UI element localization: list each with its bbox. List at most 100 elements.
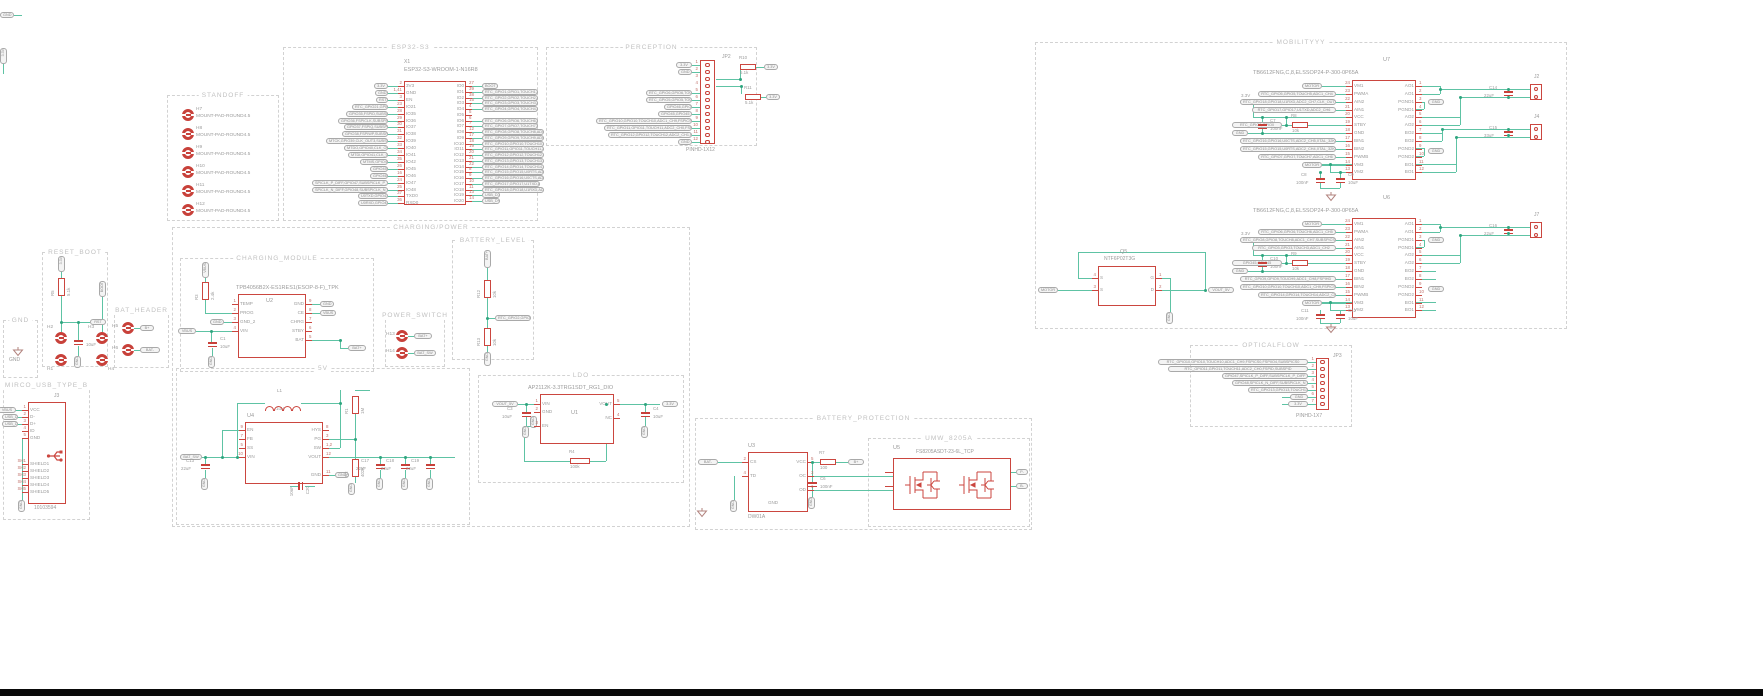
net-label[interactable]: RTC_GPIO6,GPIO6,TOUCH6,ADC1_CH5	[646, 90, 692, 96]
net-label[interactable]: GND	[1428, 286, 1444, 292]
net-label[interactable]: BAT+	[348, 345, 366, 351]
net-label[interactable]: MTMS,GPIO42	[360, 158, 388, 165]
net-label[interactable]: BAT_SW	[180, 454, 202, 460]
connector-pin[interactable]	[1320, 380, 1325, 386]
net-label[interactable]: GND	[522, 426, 529, 438]
connector-pin[interactable]	[705, 104, 710, 110]
net-label[interactable]: GND	[641, 426, 648, 438]
net-label[interactable]: VBUS	[0, 407, 16, 413]
net-label[interactable]: RST	[376, 96, 388, 103]
net-label[interactable]: GPIO35,FSPID,SUBSPID	[346, 110, 388, 117]
resistor-r12[interactable]	[484, 280, 491, 298]
net-label[interactable]: GND	[530, 416, 537, 428]
capacitor-c4[interactable]	[641, 412, 650, 414]
net-label[interactable]: USB_D-	[2, 414, 18, 420]
capacitor-c6[interactable]	[808, 485, 817, 488]
resistor-r5[interactable]	[58, 278, 65, 296]
connector-pin[interactable]	[705, 125, 710, 131]
net-label[interactable]: RTC_GPIO7,GPIO7,TOUCH7,ADC1_CH6	[1258, 153, 1336, 160]
capacitor-c12[interactable]	[1336, 317, 1345, 320]
net-label[interactable]: VBUS	[320, 310, 336, 316]
ic-u7[interactable]	[1352, 80, 1416, 180]
capacitor-c20[interactable]	[301, 482, 304, 490]
net-label[interactable]: RTC_GPIO16,GPIO16,U0CTS,ADC2_CH5,XTAL_32…	[1240, 137, 1336, 144]
capacitor-c19[interactable]	[426, 467, 435, 470]
capacitor-c14[interactable]	[1504, 94, 1513, 97]
connector-j4[interactable]	[1530, 124, 1542, 140]
net-label[interactable]: RTC_GPIO0,GPIO0	[1232, 122, 1282, 128]
net-label[interactable]: RTC_GPIO11,GPIO11,TOUCH11,ADC2_CH0,FSPID…	[604, 125, 692, 131]
net-label[interactable]: GND	[401, 478, 408, 490]
net-label[interactable]: GND	[18, 500, 25, 512]
net-label[interactable]: USB_D+	[482, 198, 500, 204]
net-label[interactable]: RTC_GPIO3,GPIO3,TOUCH3,ADC1_CH2	[482, 100, 538, 107]
net-label[interactable]: GPIO46	[370, 172, 388, 179]
net-label[interactable]: GND	[1232, 130, 1248, 136]
net-label[interactable]: USB_D+	[2, 421, 18, 427]
net-label[interactable]: B-	[1016, 483, 1028, 489]
capacitor-c3[interactable]	[522, 412, 531, 414]
net-label[interactable]: SPICLK_N_DIFF,GPIO48,SUBSPICLK_N_DIFF	[312, 186, 388, 193]
net-label[interactable]: BAT_SW	[414, 350, 436, 356]
net-label[interactable]: MOTOR	[1302, 221, 1322, 227]
net-label[interactable]: RTC_GPIO15,GPIO15,U0RTS,ADC2_CH4,XTAL_32…	[1240, 145, 1336, 152]
net-label[interactable]: 3.3V	[0, 48, 7, 64]
connector-pin[interactable]	[705, 76, 710, 82]
capacitor-c8[interactable]	[1316, 181, 1325, 184]
net-label[interactable]: GND	[201, 478, 208, 490]
capacitor-c8[interactable]	[1316, 178, 1325, 180]
net-label[interactable]: GPIO47,SPICLK_P_DIFF,SUBSPICLK_P_DIFF	[1222, 373, 1308, 379]
net-label[interactable]: GND	[1232, 268, 1248, 274]
net-label[interactable]: GPIO38,FSPIWP,SUBSPIWP	[342, 131, 388, 138]
net-label[interactable]: BAT-	[698, 459, 718, 465]
net-label[interactable]: RTC_GPIO11,GPIO11,TOUCH11,ADC2_CH0,FSPID…	[1168, 366, 1308, 372]
net-label[interactable]: GND	[320, 301, 334, 307]
capacitor-x[interactable]	[74, 343, 83, 346]
net-label[interactable]: GND	[678, 69, 692, 75]
net-label[interactable]: VBUS	[178, 328, 196, 334]
net-label[interactable]: GND	[1290, 394, 1308, 400]
net-label[interactable]: RTC_GPIO3,GPIO3,TOUCH3,ADC1_CH2	[1252, 244, 1336, 251]
net-label[interactable]: RTC_GPIO7,GPIO7,TOUCH7,ADC1_CH6	[482, 123, 538, 130]
capacitor-c15[interactable]	[1504, 131, 1513, 133]
capacitor-c7[interactable]	[1258, 127, 1267, 130]
net-label[interactable]: RTC_GPIO10,GPIO10,TOUCH10,ADC1_CH9,FSPIC…	[596, 118, 692, 124]
net-label[interactable]: 3.3V	[764, 64, 778, 70]
net-label[interactable]: GPIO36,FSPICLK,SUBSPICLK	[338, 117, 388, 124]
net-label[interactable]: RTC_GPIO8,GPIO8,TOUCH8,ADC1_CH7,SUBSPICS…	[1240, 236, 1336, 243]
capacitor-c7[interactable]	[1258, 124, 1267, 126]
resistor-r4[interactable]	[570, 458, 590, 464]
net-label[interactable]: RTC_GPIO15,GPIO15,U0RTS,ADC2_CH4,XTAL_32…	[482, 169, 544, 176]
net-label[interactable]: VBUS	[202, 262, 209, 278]
resistor-r8[interactable]	[1292, 122, 1308, 128]
net-label[interactable]: GND	[484, 352, 491, 366]
net-label[interactable]: RST	[90, 319, 106, 325]
ic-x1[interactable]	[404, 81, 466, 205]
net-label[interactable]: 3.3V	[662, 401, 678, 407]
resistor-r9[interactable]	[1292, 260, 1308, 266]
net-label[interactable]: 3.3V	[1288, 401, 1308, 407]
net-label[interactable]: RTC_GPIO4,GPIO4,TOUCH4,ADC1_CH3	[482, 106, 538, 112]
capacitor-c16[interactable]	[1504, 229, 1513, 231]
net-label[interactable]: RTC_GPIO8,GPIO8,TOUCH8,ADC1_CH7,SUBSPICS…	[482, 129, 544, 135]
net-label[interactable]: RTC_GPIO12,GPIO12,TOUCH12,ADC2_CH1,FSPIC…	[482, 152, 544, 158]
net-label[interactable]: GND	[74, 356, 81, 368]
net-label[interactable]: RTC_GPIO6,GPIO6,TOUCH6,ADC1_CH5	[1258, 228, 1336, 235]
capacitor-c20[interactable]	[298, 482, 300, 490]
net-label[interactable]: VOUT_5V	[1208, 287, 1234, 293]
net-label[interactable]: RTC_GPIO1,GPIO1,TOUCH1,ADC1_CH0	[482, 88, 538, 95]
capacitor-c13[interactable]	[201, 467, 210, 470]
net-label[interactable]: GPIO45,GPIO45	[658, 111, 692, 117]
connector-j7[interactable]	[1530, 222, 1542, 238]
capacitor-c18[interactable]	[401, 464, 410, 466]
net-label[interactable]: GPIO37,FSPIQ,SUBSPIQ	[344, 124, 388, 131]
net-label[interactable]: RTC_GPIO17,GPIO17,U1TXD,ADC2_CH6	[482, 180, 540, 187]
net-label[interactable]: RTC_GPIO13,GPIO13,TOUCH13,ADC2_CH2,FSPIQ	[482, 157, 544, 164]
net-label[interactable]: RTC_GPIO6,GPIO6,TOUCH6,ADC1_CH5	[482, 117, 538, 124]
net-label[interactable]: GND	[335, 472, 349, 478]
net-label[interactable]: RTC_GPIO9,GPIO9,TOUCH9,ADC1_CH8,FSPIHD	[1240, 275, 1336, 282]
net-label[interactable]: RTC_GPIO2,GPIO2,TOUCH2,ADC1_CH1	[495, 315, 531, 321]
net-label[interactable]: RTC_GPIO14,GPIO14,TOUCH14,ADC2_CH3,FSPIW…	[482, 163, 544, 170]
ic-u3[interactable]	[748, 452, 808, 512]
connector-pin[interactable]	[1533, 126, 1539, 132]
